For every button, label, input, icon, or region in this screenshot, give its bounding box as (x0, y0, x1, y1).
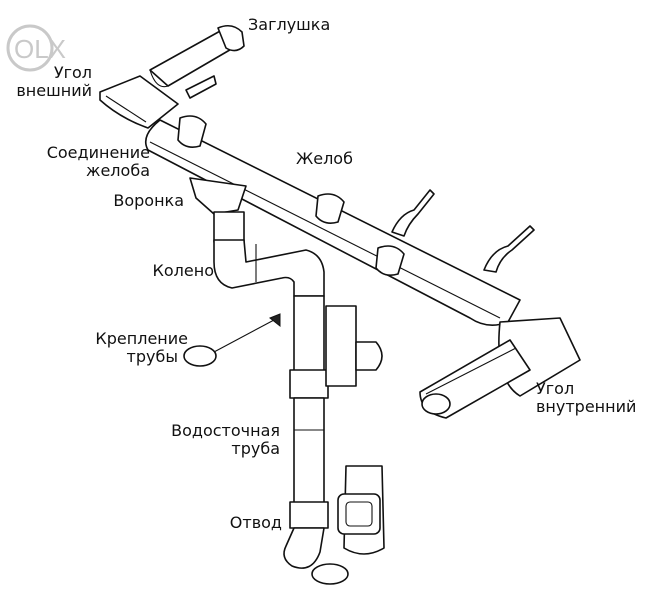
pipe-clamp (183, 313, 281, 367)
label-ugol-vneshniy-line1: Угол (53, 63, 92, 82)
label-vodostochnaya-line1: Водосточная (171, 421, 280, 440)
label-soedinenie-line2: желоба (86, 161, 150, 180)
watermark-text: OLX (14, 34, 66, 64)
label-ugol-vneshniy-line2: внешний (16, 81, 92, 100)
elbow-and-pipe (213, 239, 329, 569)
main-gutter (144, 115, 535, 326)
label-ugol-vnutr-line2: внутренний (536, 397, 637, 416)
label-zhelob: Желоб (296, 149, 353, 168)
gutter-top (149, 24, 245, 88)
label-vodostochnaya-line2: труба (231, 439, 280, 458)
internal-corner (419, 317, 581, 419)
funnel (189, 177, 247, 243)
olx-watermark: OLX (6, 24, 66, 72)
label-koleno: Колено (152, 261, 214, 280)
outlet (311, 465, 385, 585)
label-ugol-vnutr-line1: Угол (536, 379, 575, 398)
label-voronka: Воронка (113, 191, 184, 210)
label-kreplenie-line1: Крепление (95, 329, 188, 348)
label-soedinenie-line1: Соединение (46, 143, 150, 162)
label-kreplenie-line2: трубы (126, 347, 178, 366)
tee-branch (325, 305, 383, 387)
external-corner (99, 75, 217, 129)
label-zaglushka: Заглушка (248, 15, 331, 34)
label-otvod: Отвод (229, 513, 282, 532)
